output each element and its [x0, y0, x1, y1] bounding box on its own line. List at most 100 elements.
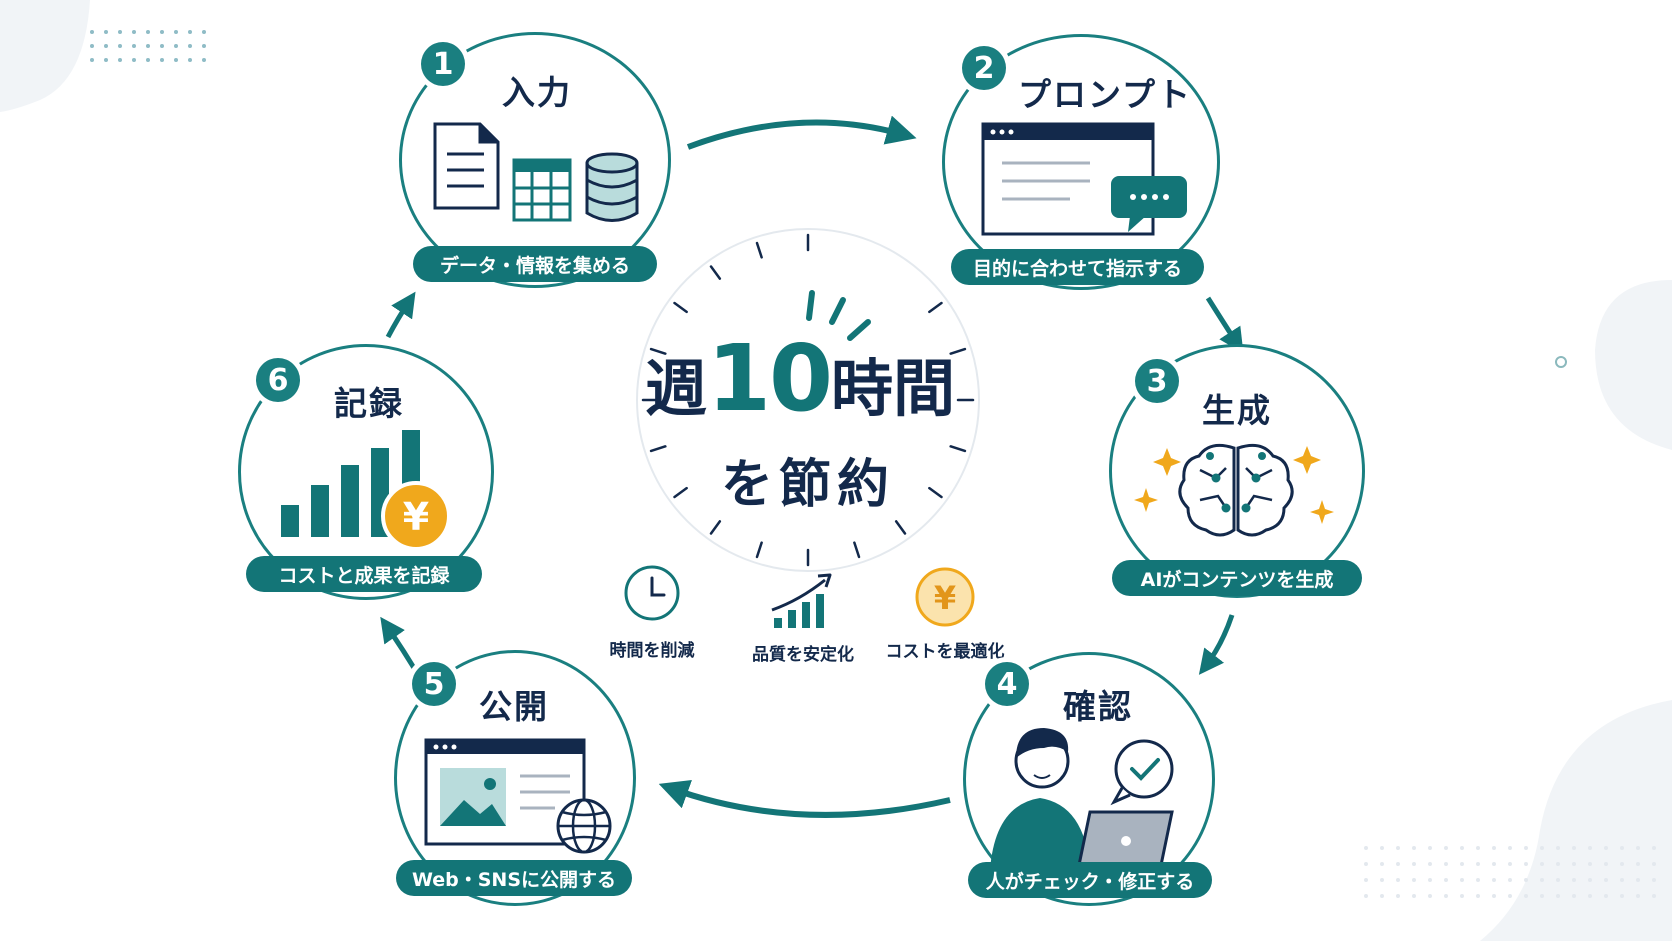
- decor-dot: [1652, 846, 1656, 850]
- decor-dot: [132, 30, 136, 34]
- decor-dot: [1620, 846, 1624, 850]
- decor-dot: [188, 58, 192, 62]
- decor-dot: [1572, 846, 1576, 850]
- decor-dot: [1492, 878, 1496, 882]
- decor-dot: [1396, 894, 1400, 898]
- decor-dot: [1540, 846, 1544, 850]
- decor-dot: [1556, 894, 1560, 898]
- decor-dot: [1444, 894, 1448, 898]
- benefit-label-quality: 品質を安定化: [752, 645, 854, 665]
- decor-dot: [188, 30, 192, 34]
- decor-dot: [1364, 846, 1368, 850]
- burst-tick: [649, 445, 667, 453]
- hero-number: 10: [706, 325, 833, 432]
- burst-tick: [673, 301, 688, 314]
- decor-dot: [1604, 878, 1608, 882]
- decor-dot: [90, 44, 94, 48]
- decor-dot: [1460, 894, 1464, 898]
- chat-bubble-icon: [1111, 176, 1187, 232]
- decor-dot: [90, 30, 94, 34]
- step-caption-publish: Web・SNSに公開する: [396, 860, 632, 896]
- step-number-3: 3: [1135, 359, 1179, 403]
- decor-dot: [1540, 878, 1544, 882]
- burst-accents: [806, 290, 871, 341]
- step-title-review: 確認: [1063, 687, 1133, 726]
- decor-dot: [1588, 894, 1592, 898]
- decor-dot: [1652, 862, 1656, 866]
- decor-dot: [1396, 878, 1400, 882]
- burst-tick: [949, 445, 967, 453]
- burst-ticks: [641, 233, 975, 567]
- decor-dot: [1444, 878, 1448, 882]
- step-title-publish: 公開: [479, 687, 549, 726]
- decor-dot: [1364, 878, 1368, 882]
- decor-dot: [1588, 846, 1592, 850]
- yen-symbol: ¥: [934, 579, 956, 617]
- decor-dot: [1588, 878, 1592, 882]
- decor-dot: [1364, 862, 1368, 866]
- decor-dot: [1460, 862, 1464, 866]
- decor-dot: [146, 44, 150, 48]
- decor-dot: [1364, 894, 1368, 898]
- step-number-2: 2: [962, 46, 1006, 90]
- burst-tick: [928, 301, 943, 314]
- decor-dot: [132, 44, 136, 48]
- arrow-6-to-1: [385, 291, 416, 339]
- decor-dot: [1412, 846, 1416, 850]
- step-caption-record: コストと成果を記録: [246, 556, 482, 592]
- step-caption-generate: AIがコンテンツを生成: [1112, 560, 1362, 596]
- decor-dot: [1556, 862, 1560, 866]
- step-title-generate: 生成: [1202, 391, 1272, 430]
- growth-chart-icon: [771, 573, 832, 628]
- arrow-3-to-4: [1198, 614, 1235, 675]
- decor-dot: [118, 30, 122, 34]
- step-caption-prompt: 目的に合わせて指示する: [951, 249, 1204, 285]
- decor-dot: [1412, 878, 1416, 882]
- decor-dot: [1460, 878, 1464, 882]
- burst-tick: [673, 486, 688, 499]
- document-icon: [433, 122, 500, 210]
- decor-dot: [1412, 894, 1416, 898]
- decor-dot: [202, 44, 206, 48]
- decor-dot: [174, 30, 178, 34]
- step-number-5: 5: [412, 662, 456, 706]
- decor-dot: [1524, 878, 1528, 882]
- person-icon: [990, 728, 1090, 870]
- burst-tick: [755, 241, 763, 259]
- decor-dot: [174, 44, 178, 48]
- decor-dot: [174, 58, 178, 62]
- decor-dot: [118, 58, 122, 62]
- burst-tick: [894, 520, 907, 535]
- yen-coin-icon: ¥: [381, 481, 451, 551]
- decor-dot: [1636, 878, 1640, 882]
- hero-subtitle: を節約: [720, 455, 895, 515]
- step-caption-review: 人がチェック・修正する: [968, 862, 1212, 898]
- step-title-record: 記録: [334, 384, 404, 423]
- brain-icon: [1178, 443, 1294, 537]
- decor-dot: [1508, 846, 1512, 850]
- step-caption-input: データ・情報を集める: [413, 246, 657, 282]
- decor-dot: [202, 58, 206, 62]
- decor-dot: [1444, 862, 1448, 866]
- decor-dot: [1476, 894, 1480, 898]
- corner-blob-top-left: [0, 0, 90, 112]
- decor-dot: [1652, 894, 1656, 898]
- dot-grid-bottom-right: [1364, 846, 1656, 898]
- decor-dot: [1412, 862, 1416, 866]
- burst-tick: [755, 541, 763, 559]
- decor-dot: [1524, 862, 1528, 866]
- arrow-2-to-3: [1205, 296, 1244, 354]
- decor-dot: [1620, 894, 1624, 898]
- spreadsheet-icon: [512, 158, 572, 222]
- decor-dot: [160, 58, 164, 62]
- step-number-4: 4: [985, 662, 1029, 706]
- edge-blob-right: [1595, 280, 1672, 450]
- decor-dot: [1492, 862, 1496, 866]
